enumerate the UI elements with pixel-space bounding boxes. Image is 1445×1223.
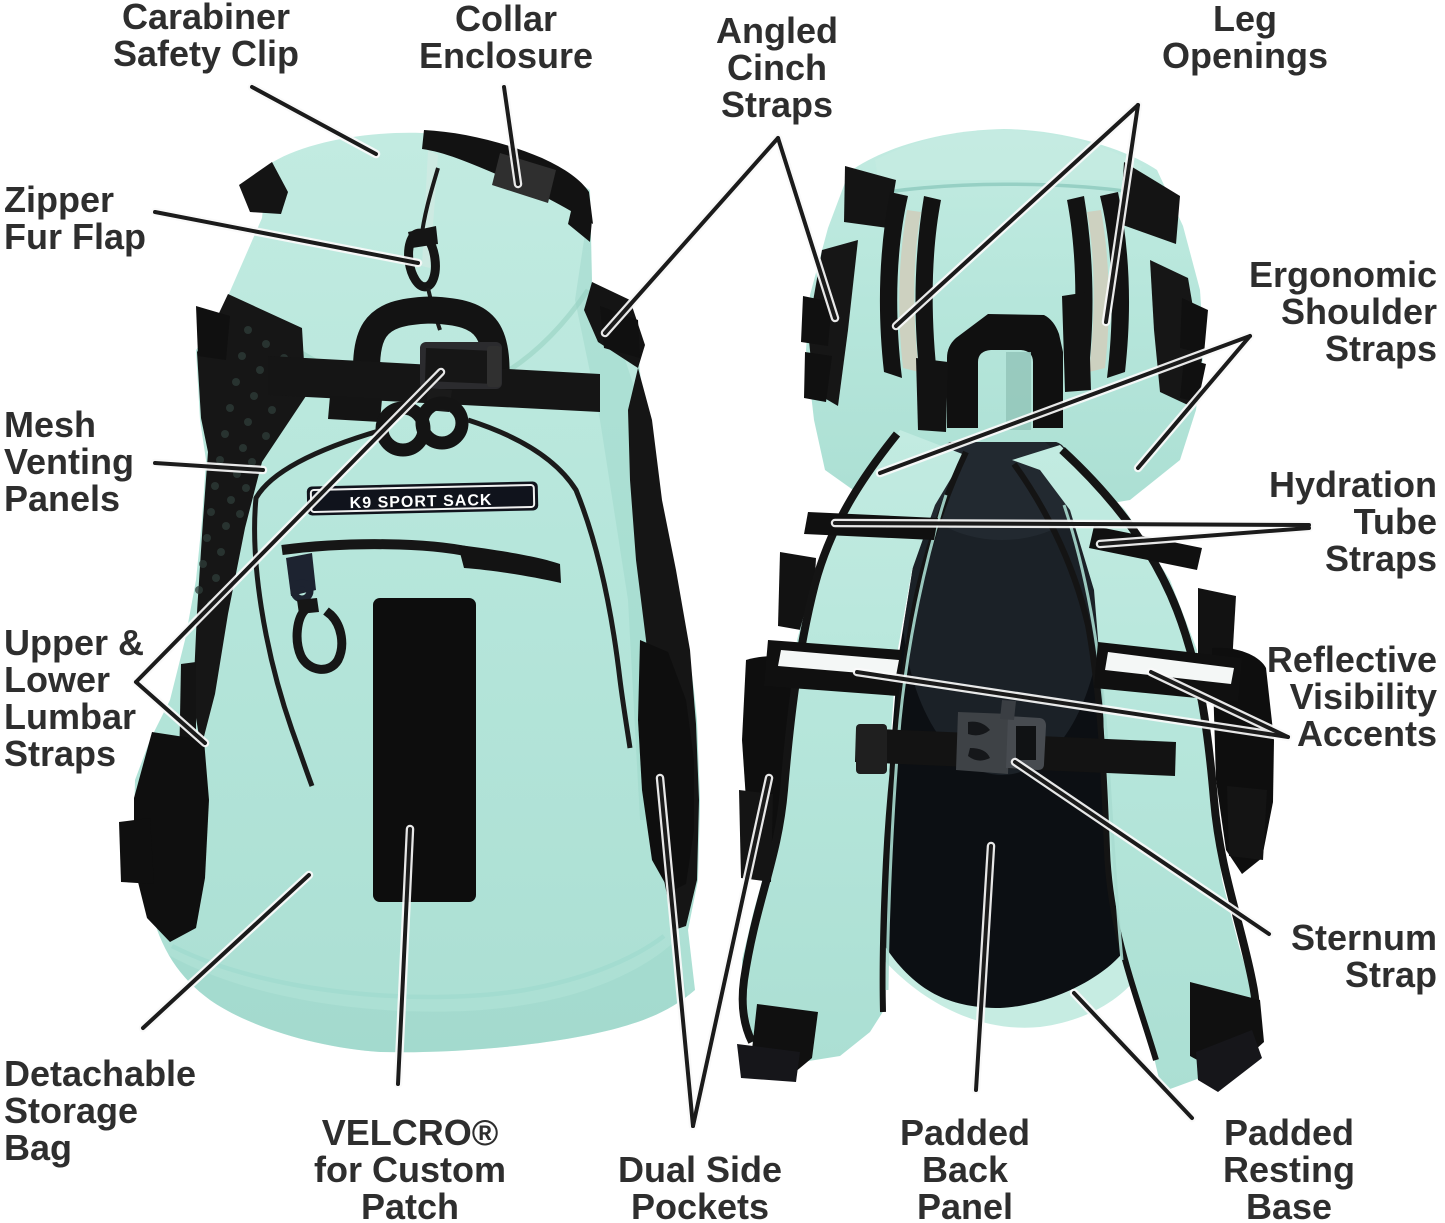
- svg-text:K9 SPORT SACK: K9 SPORT SACK: [350, 492, 493, 512]
